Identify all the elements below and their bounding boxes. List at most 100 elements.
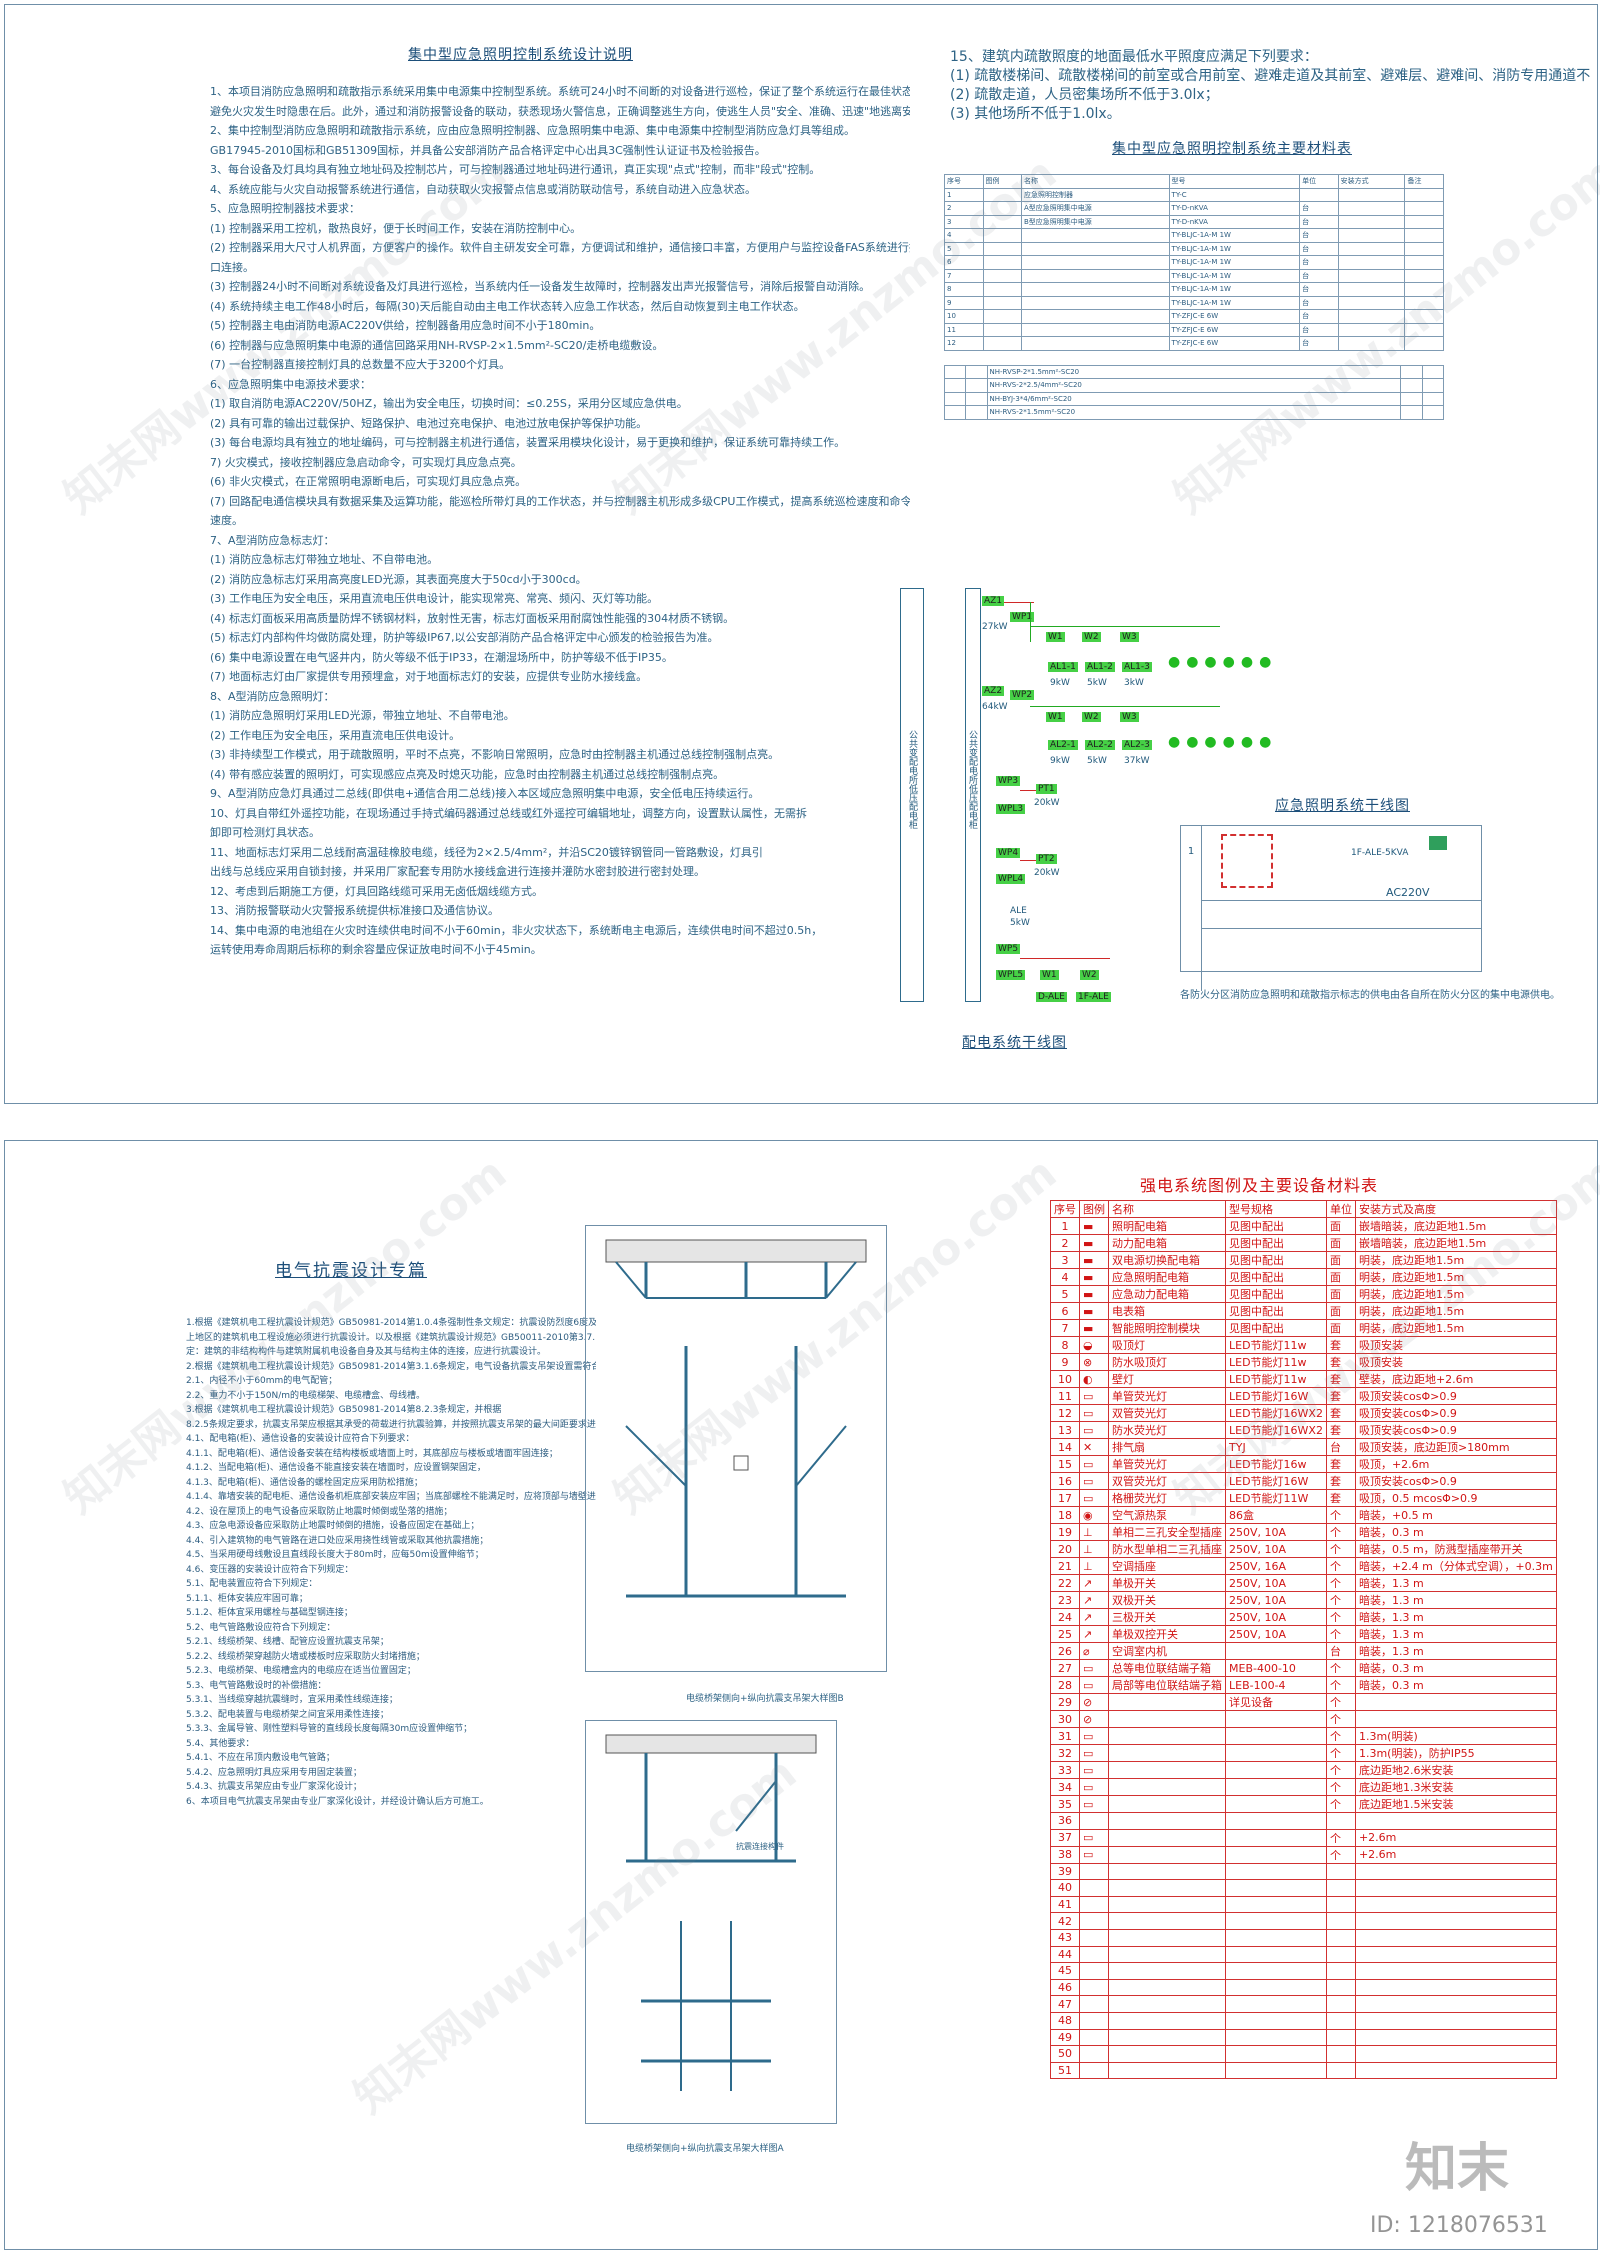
description-line: 运转使用寿命周期后标称的剩余容量应保证放电时间不小于45min。: [210, 943, 542, 956]
table-cell: 26: [1050, 1642, 1080, 1660]
table-cell: [982, 336, 1022, 351]
table-cell: 空调室内机: [1108, 1642, 1226, 1660]
table-cell: 250V, 10A: [1225, 1608, 1327, 1626]
table-cell: 个: [1325, 1778, 1356, 1796]
description-line: 3、每台设备及灯具均具有独立地址码及控制芯片，可与控制器通过地址码进行通讯，真正…: [210, 163, 821, 176]
table-cell: [1325, 1995, 1356, 2013]
node-al23: AL2-3: [1122, 740, 1152, 750]
table-cell: 个: [1325, 1693, 1356, 1711]
seismic-line: 5.3、电气管路敷设时的补偿措施：: [186, 1680, 327, 1691]
table-cell: 壁装，底边距地+2.6m: [1354, 1370, 1557, 1388]
description-line: 出线与总线应采用自锁封接，并采用厂家配套专用防水接线盒进行连接并灌防水密封胶进行…: [210, 865, 705, 878]
table-cell: [1354, 2028, 1557, 2047]
node-al22: AL2-2: [1085, 740, 1115, 750]
table-cell: ⊥: [1079, 1540, 1109, 1558]
table-cell: TY-D-nKVA: [1168, 214, 1301, 229]
brand-logo: 知末: [1405, 2139, 1510, 2199]
table-cell: ⊘: [1079, 1710, 1109, 1728]
table-cell: [1354, 1945, 1557, 1964]
table-cell: [982, 187, 1022, 202]
table-cell: 防水荧光灯: [1108, 1421, 1226, 1439]
table-cell: [1108, 2061, 1226, 2080]
table-cell: [1225, 1778, 1327, 1796]
table-cell: 吸顶安装cosΦ>0.9: [1354, 1387, 1557, 1405]
table-cell: [1354, 2061, 1557, 2080]
table-cell: [1108, 1995, 1226, 2013]
table-cell: 9: [944, 295, 984, 310]
node-wp1: WP1: [1010, 612, 1035, 622]
table-cell: 个: [1325, 1828, 1356, 1847]
table-cell: [1337, 241, 1406, 256]
seismic-line: 上地区的建筑机电工程设施必须进行抗震设计。以及根据《建筑抗震设计规范》GB500…: [186, 1332, 596, 1343]
kw-al22: 5kW: [1087, 756, 1107, 766]
description-line: (1) 控制器采用工控机，散热良好，便于长时间工作，安装在消防控制中心。: [210, 221, 582, 235]
table-cell: 29: [1050, 1693, 1080, 1711]
table-cell: 个: [1325, 1591, 1356, 1609]
table-cell: LED节能灯16WX2: [1225, 1404, 1327, 1422]
table-cell: 三极开关: [1108, 1608, 1226, 1626]
table-cell: TY-BLJC-1A-M 1W: [1168, 295, 1301, 310]
table-cell: ▭: [1079, 1659, 1109, 1677]
table-cell: ▭: [1079, 1727, 1109, 1745]
table-cell: 吸顶安装，底边距顶>180mm: [1354, 1438, 1557, 1456]
table-cell: 见图中配出: [1225, 1234, 1327, 1252]
description-line: 6、应急照明集中电源技术要求：: [210, 377, 371, 391]
table-cell: [1325, 1945, 1356, 1964]
table-cell: 底边距地1.5米安装: [1354, 1795, 1557, 1813]
table-cell: [1404, 282, 1444, 297]
table-cell: 格栅荧光灯: [1108, 1489, 1226, 1507]
table-cell: [1108, 1945, 1226, 1964]
table-cell: [1337, 282, 1406, 297]
sheet-top: [4, 4, 1598, 1104]
table-cell: [982, 322, 1022, 337]
description-line: 卸即可检测灯具状态。: [210, 826, 320, 839]
power-supply-icon: [1429, 836, 1447, 850]
table-cell: 19: [1050, 1523, 1080, 1541]
table-cell: ↗: [1079, 1574, 1109, 1592]
description-line: (2) 控制器采用大尺寸人机界面，方便客户的操作。软件自主研发安全可靠，方便调试…: [210, 241, 910, 254]
table-cell: [1021, 255, 1170, 270]
table-cell: [1404, 336, 1444, 351]
seismic-line: 5.1、配电装置应符合下列规定：: [186, 1579, 318, 1589]
legend-row: 4▬应急照明配电箱见图中配出面明装，底边距地1.5m: [1050, 1268, 1557, 1286]
description-line: (6) 非火灾模式，在正常照明电源断电后，可实现灯具应急点亮。: [210, 475, 527, 488]
table-cell: [1108, 1761, 1226, 1779]
description-line: (5) 控制器主电由消防电源AC220V供给，控制器备用应急时间不小于180mi…: [210, 319, 601, 332]
table-cell: [1108, 1778, 1226, 1796]
node-az1-kw: 27kW: [982, 622, 1008, 632]
table-cell: 吸顶，+2.6m: [1354, 1455, 1557, 1473]
table-cell: 13: [1050, 1421, 1080, 1439]
node-al12: AL1-2: [1085, 662, 1115, 672]
table-cell: 见图中配出: [1225, 1319, 1327, 1337]
illuminance-line: 15、建筑内疏散照度的地面最低水平照度应满足下列要求：: [950, 49, 1318, 65]
table-cell: [1021, 336, 1170, 351]
table-cell: 电表箱: [1108, 1302, 1226, 1320]
table-cell: [1337, 309, 1406, 324]
table-cell: [1354, 1928, 1557, 1947]
table-cell: LED节能灯11w: [1225, 1336, 1327, 1354]
controller-icon: [1221, 834, 1273, 888]
table-cell: TY-D-nKVA: [1168, 201, 1301, 216]
riser-panel-2: [965, 588, 981, 1002]
table-cell: [982, 282, 1022, 297]
table-cell: 明装，底边距地1.5m: [1354, 1319, 1557, 1337]
table-cell: TYJ: [1225, 1438, 1327, 1456]
table-cell: 10: [1050, 1370, 1080, 1388]
table-cell: 应急动力配电箱: [1108, 1285, 1226, 1303]
table-cell: 套: [1325, 1455, 1356, 1473]
table-cell: TY-BLJC-1A-M 1W: [1168, 268, 1301, 283]
description-line: 2、集中控制型消防应急照明和疏散指示系统，应由应急照明控制器、应急照明集中电源、…: [210, 124, 855, 137]
table-cell: [1021, 282, 1170, 297]
cable-row: NH-RVS-2*1.5mm²-SC20: [943, 405, 1445, 420]
table-cell: [1225, 1862, 1327, 1881]
table-cell: [1325, 1879, 1356, 1897]
table-cell: [1108, 1879, 1226, 1897]
table-cell: [1225, 1812, 1327, 1830]
seismic-line: 4.1.3、配电箱(柜)、通信设备的螺栓固定应采用防松措施；: [186, 1477, 423, 1488]
node-pt1: PT1: [1036, 784, 1057, 794]
